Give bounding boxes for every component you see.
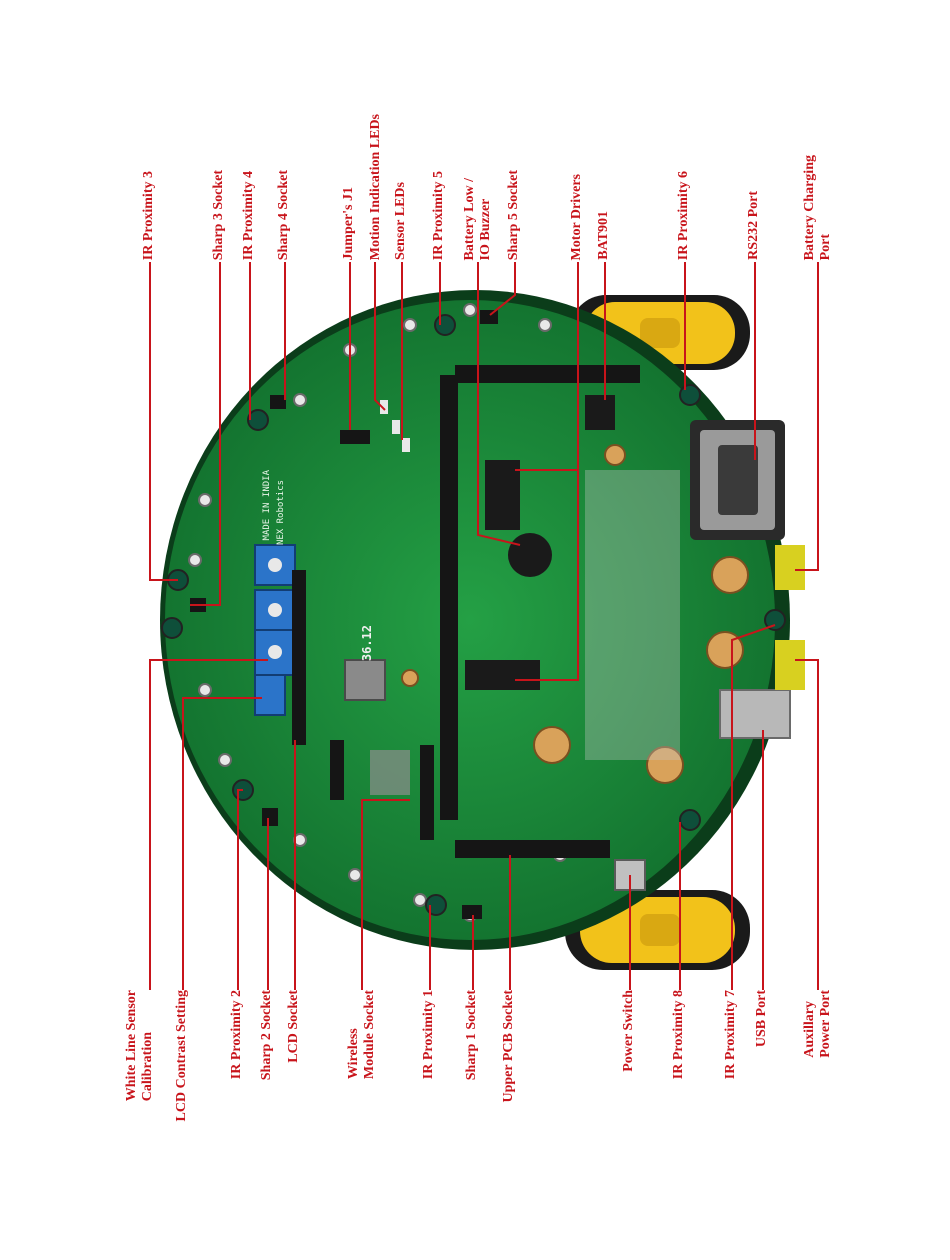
leader-battery-charging-port — [795, 262, 819, 571]
capacitors — [401, 444, 749, 784]
leader-lcd-contrast-setting — [182, 697, 262, 990]
label-ir-proximity-7: IR Proximity 7 — [723, 990, 738, 1080]
leader-motion-indication-leds — [374, 262, 386, 411]
label-jumpers-j1: Jumper's J1 — [341, 186, 356, 261]
label-ir-proximity-4: IR Proximity 4 — [241, 170, 256, 260]
leader-wireless-module-socket — [361, 799, 410, 990]
leader-battery-low-io-buzzer — [477, 262, 521, 546]
label-ir-proximity-8: IR Proximity 8 — [671, 990, 686, 1080]
label-power-switch: Power Switch — [621, 990, 636, 1072]
upper-pcb-rail-top — [455, 365, 640, 383]
label-usb-port: USB Port — [754, 990, 769, 1048]
label-ir-proximity-6: IR Proximity 6 — [676, 170, 691, 260]
board-silkscreen-maker: NEX Robotics — [276, 480, 286, 546]
lcd-socket-header — [292, 570, 306, 745]
label-lcd-contrast-setting: LCD Contrast Setting — [174, 990, 189, 1122]
upper-pcb-rail-left — [440, 375, 458, 820]
bat901-ic — [585, 395, 615, 430]
proto-area — [585, 470, 680, 760]
label-white-line-sensor-calibration: White Line Sensor Calibration — [124, 990, 155, 1102]
label-upper-pcb-socket: Upper PCB Socket — [501, 990, 516, 1103]
label-rs232-port: RS232 Port — [746, 191, 761, 260]
aux-port-block — [775, 640, 805, 690]
leader-auxillary-power-port — [795, 659, 819, 990]
board-silkscreen-version: 36.12 — [360, 625, 374, 662]
label-sharp-5-socket: Sharp 5 Socket — [506, 169, 521, 260]
label-auxillary-power-port: Auxillary Power Port — [802, 990, 833, 1058]
label-ir-proximity-5: IR Proximity 5 — [431, 170, 446, 260]
label-battery-low-io-buzzer: Battery Low / IO Buzzer — [462, 177, 493, 260]
leader-sharp-3-socket — [190, 262, 221, 606]
label-ir-proximity-2: IR Proximity 2 — [229, 990, 244, 1080]
ir-sensors — [161, 314, 786, 916]
upper-pcb-rail-bottom — [455, 840, 610, 858]
label-sharp-3-socket: Sharp 3 Socket — [211, 169, 226, 260]
leader-sharp-5-socket — [489, 262, 516, 316]
sharp-sockets — [190, 310, 498, 919]
leader-motor-drivers-b — [515, 470, 579, 681]
jumper-j1 — [340, 430, 370, 444]
indication-leds — [380, 400, 410, 452]
label-motor-drivers: Motor Drivers — [569, 173, 584, 260]
label-bat901: BAT901 — [596, 211, 611, 260]
leader-white-line-sensor-calibration — [149, 659, 268, 990]
leader-ir-proximity-7 — [731, 624, 776, 990]
motor-driver-ic-bottom — [465, 660, 540, 690]
upper-pcb-rail-mid — [420, 745, 434, 840]
leader-ir-proximity-3 — [149, 262, 178, 581]
rs232-connector — [690, 420, 785, 540]
label-sharp-4-socket: Sharp 4 Socket — [276, 169, 291, 260]
label-ir-proximity-1: IR Proximity 1 — [421, 990, 436, 1080]
label-sharp-1-socket: Sharp 1 Socket — [464, 990, 479, 1081]
motor-driver-ic-top — [485, 460, 520, 530]
label-battery-charging-port: Battery Charging Port — [802, 154, 833, 260]
leader-ir-proximity-2 — [237, 789, 243, 990]
label-sharp-2-socket: Sharp 2 Socket — [259, 990, 274, 1081]
wireless-module-socket — [330, 740, 344, 800]
label-sensor-leds: Sensor LEDs — [393, 182, 408, 260]
label-lcd-socket: LCD Socket — [286, 990, 301, 1063]
label-motion-indication-leds: Motion Indication LEDs — [368, 113, 383, 260]
leader-motor-drivers — [515, 262, 579, 471]
charging-port-block — [775, 545, 805, 590]
label-wireless-module-socket: Wireless Module Socket — [346, 990, 377, 1080]
board-silkscreen-made-in: MADE IN INDIA — [262, 470, 272, 541]
voltage-regulator — [344, 659, 386, 701]
label-ir-proximity-3: IR Proximity 3 — [141, 170, 156, 260]
